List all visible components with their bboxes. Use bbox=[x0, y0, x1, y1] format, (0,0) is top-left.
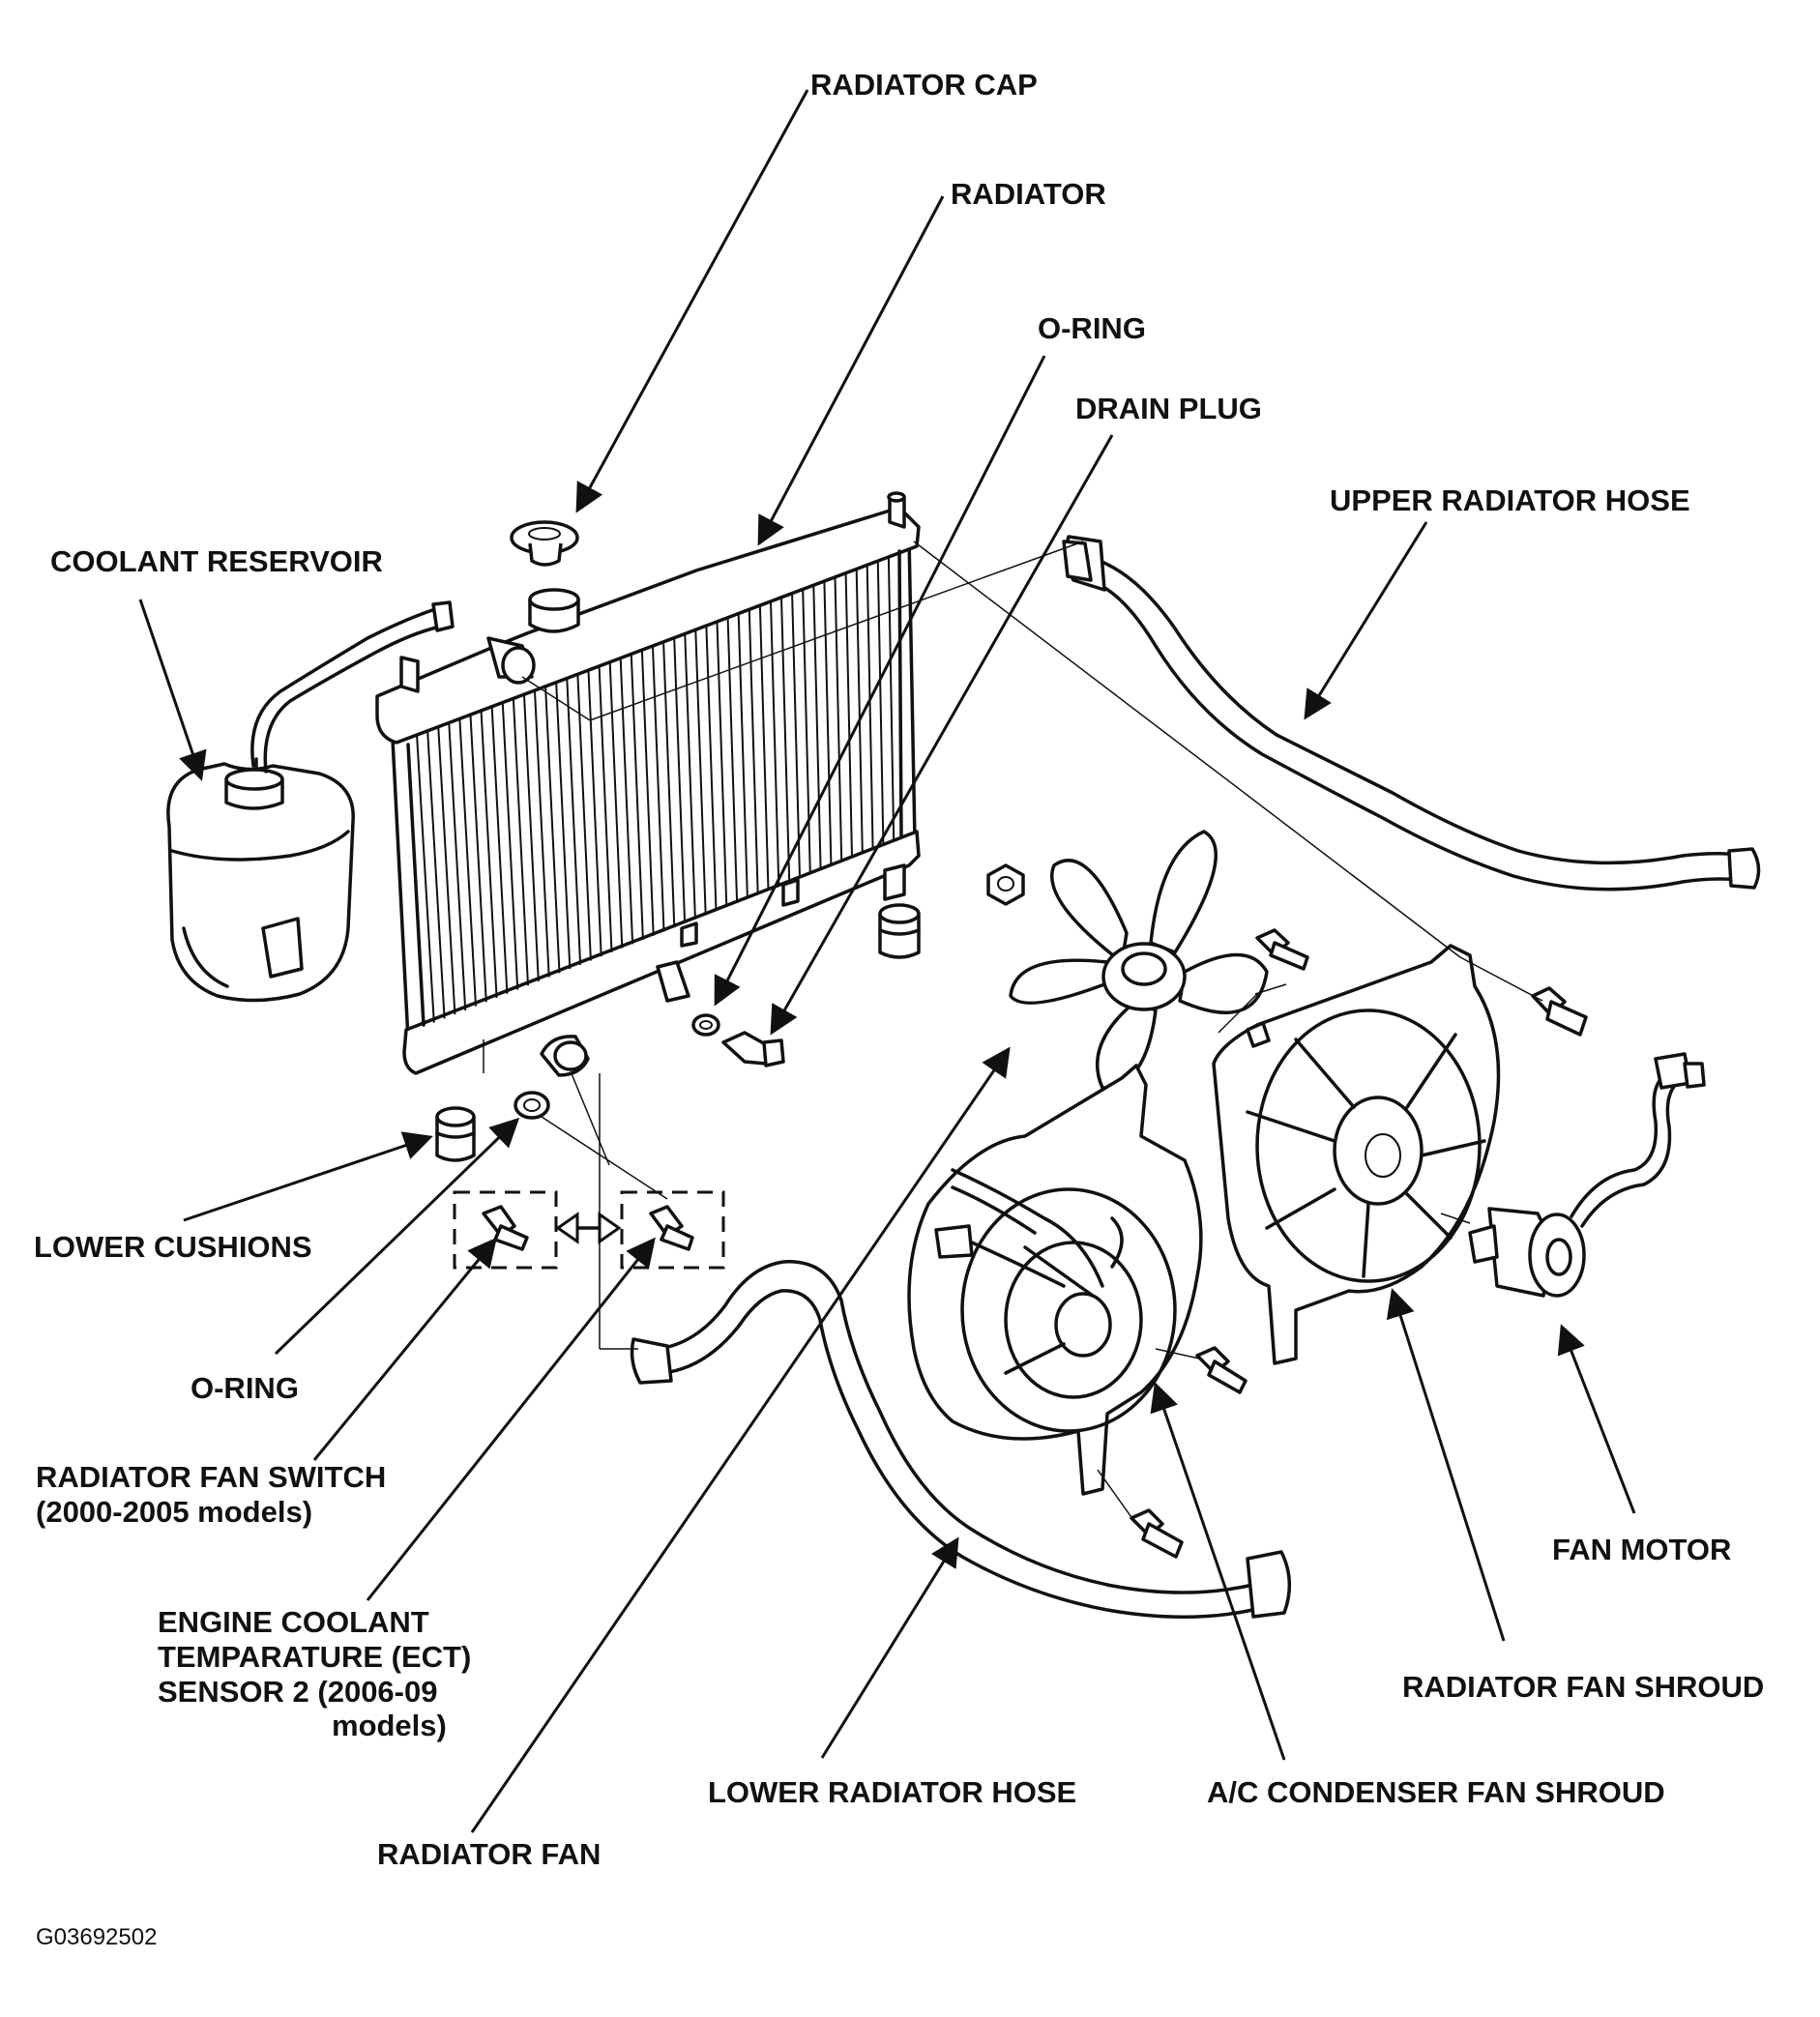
radiator-fin bbox=[566, 679, 582, 965]
radiator-fin bbox=[770, 601, 780, 887]
upper-radiator-hose bbox=[1062, 535, 1761, 892]
radiator-fin bbox=[630, 654, 644, 941]
radiator-fin bbox=[737, 613, 749, 899]
figure-code: G03692502 bbox=[36, 1924, 158, 1950]
bolt-center bbox=[1195, 1346, 1248, 1394]
radiator-left-pin bbox=[399, 656, 420, 693]
radiator-outlet-neck bbox=[540, 1035, 590, 1077]
radiator-fin bbox=[673, 638, 687, 923]
radiator-fin bbox=[823, 581, 833, 866]
coolant-reservoir bbox=[166, 757, 355, 1003]
drain-plug bbox=[721, 1031, 785, 1067]
radiator-fin bbox=[480, 711, 498, 999]
radiator-fin bbox=[555, 683, 572, 970]
radiator-fin bbox=[694, 629, 707, 916]
radiator-fin bbox=[416, 735, 435, 1023]
radiator-fin bbox=[534, 690, 550, 978]
reservoir-overflow-tube bbox=[250, 600, 455, 774]
radiator-fin bbox=[758, 605, 770, 891]
ect-sensor-2 bbox=[649, 1205, 694, 1251]
radiator-fin bbox=[684, 633, 696, 920]
radiator-fin bbox=[705, 626, 718, 912]
lower-radiator-hose-label: LOWER RADIATOR HOSE bbox=[708, 1775, 1077, 1809]
radiator-fin bbox=[802, 589, 811, 874]
radiator-fin bbox=[726, 618, 739, 903]
radiator-filler-neck bbox=[528, 588, 580, 633]
ect-sensor-dashed-box bbox=[620, 1190, 725, 1270]
radiator-fan-shroud-label: RADIATOR FAN SHROUD bbox=[1402, 1670, 1765, 1704]
radiator-fin bbox=[855, 569, 864, 854]
bolt-upper-right bbox=[1531, 986, 1588, 1037]
radiator-top-pin bbox=[887, 491, 906, 529]
radiator-fin bbox=[834, 577, 843, 862]
radiator-fan-shroud bbox=[1212, 944, 1501, 1365]
radiator-fin bbox=[458, 718, 477, 1007]
radiator-fin bbox=[662, 642, 676, 928]
ac-condenser-fan-shroud-label: A/C CONDENSER FAN SHROUD bbox=[1207, 1775, 1665, 1809]
leader-lines bbox=[138, 89, 1636, 1833]
radiator-fan-switch-label: RADIATOR FAN SWITCH (2000-2005 models) bbox=[36, 1460, 387, 1529]
lower-cushion bbox=[435, 1106, 476, 1162]
radiator-fan bbox=[1009, 830, 1269, 1090]
radiator-fin bbox=[887, 557, 895, 841]
radiator-fin bbox=[587, 670, 602, 957]
interchange-double-arrow bbox=[555, 1212, 622, 1244]
radiator-fin bbox=[501, 703, 519, 990]
radiator-fin bbox=[791, 593, 801, 878]
radiator-fin bbox=[640, 650, 655, 936]
radiator-fin bbox=[748, 609, 759, 895]
bottom-o-ring bbox=[514, 1091, 550, 1120]
radiator-fin bbox=[469, 715, 487, 1003]
radiator-fin bbox=[716, 622, 728, 907]
o-ring-bottom-label: O-RING bbox=[191, 1371, 299, 1405]
radiator-cap bbox=[510, 520, 579, 567]
ac-condenser-fan-shroud bbox=[907, 1064, 1203, 1496]
o-ring-top-label: O-RING bbox=[1038, 311, 1146, 345]
fan-nut bbox=[986, 863, 1025, 906]
radiator-fin bbox=[844, 572, 853, 858]
radiator-fin bbox=[426, 731, 446, 1019]
radiator-fin bbox=[448, 723, 467, 1010]
radiator-fin bbox=[598, 666, 613, 952]
fan-motor bbox=[1468, 1207, 1586, 1298]
radiator-label: RADIATOR bbox=[951, 177, 1106, 211]
coolant-reservoir-label: COOLANT RESERVOIR bbox=[50, 544, 383, 578]
radiator-fins bbox=[416, 557, 895, 1023]
fan-motor-harness bbox=[1570, 1052, 1706, 1228]
lower-cushions-label: LOWER CUSHIONS bbox=[34, 1230, 312, 1264]
bolt-upper-middle bbox=[1255, 928, 1309, 971]
assembly-guide-lines bbox=[483, 541, 1543, 1521]
radiator-fan-switch bbox=[482, 1205, 529, 1251]
lower-radiator-hose bbox=[630, 1260, 1292, 1619]
fan-switch-dashed-box bbox=[453, 1190, 558, 1270]
ect-sensor-models-label: models) bbox=[332, 1709, 447, 1742]
radiator-fin bbox=[866, 565, 874, 849]
radiator-fin bbox=[576, 674, 592, 961]
radiator-cap-label: RADIATOR CAP bbox=[810, 68, 1038, 102]
radiator-fan-label: RADIATOR FAN bbox=[377, 1837, 602, 1871]
ect-sensor-label: ENGINE COOLANT TEMPARATURE (ECT) SENSOR … bbox=[158, 1605, 472, 1709]
radiator-fin bbox=[490, 707, 509, 994]
radiator-inlet-neck bbox=[486, 636, 536, 685]
radiator-fin bbox=[512, 698, 529, 986]
radiator-bottom-brackets bbox=[656, 863, 906, 1003]
drain-plug-label: DRAIN PLUG bbox=[1075, 392, 1262, 425]
top-o-ring bbox=[691, 1013, 720, 1037]
fan-motor-label: FAN MOTOR bbox=[1552, 1533, 1732, 1566]
radiator-fin bbox=[652, 646, 665, 932]
radiator-fin bbox=[608, 662, 624, 949]
radiator-fin bbox=[523, 694, 540, 981]
upper-radiator-hose-label: UPPER RADIATOR HOSE bbox=[1330, 483, 1690, 517]
radiator-fin bbox=[876, 561, 885, 845]
bolt-lower bbox=[1130, 1508, 1184, 1559]
radiator-fin bbox=[544, 687, 561, 974]
radiator-fin bbox=[780, 598, 791, 883]
radiator-fin bbox=[437, 727, 456, 1015]
radiator-fin bbox=[619, 658, 634, 945]
upper-right-cushion bbox=[878, 903, 921, 959]
radiator-fin bbox=[812, 585, 822, 870]
